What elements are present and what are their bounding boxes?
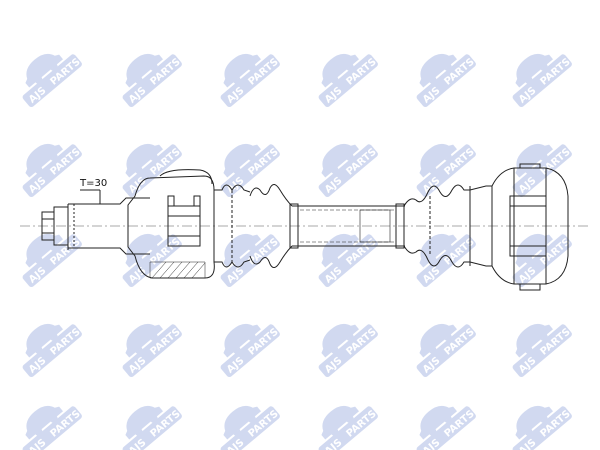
car-logo-icon (25, 143, 63, 178)
watermark-band (512, 324, 572, 378)
watermark-band (512, 54, 572, 108)
car-logo-icon (125, 233, 163, 268)
watermark-band (22, 324, 82, 378)
watermark-band (122, 406, 182, 450)
watermark-band (416, 144, 476, 198)
car-logo-icon (321, 405, 359, 440)
car-logo-icon (419, 323, 457, 358)
thread-dimension-label: T=30 (79, 178, 107, 189)
car-logo-icon (515, 143, 553, 178)
watermark-band (220, 144, 280, 198)
watermark-band (416, 54, 476, 108)
car-logo-icon (321, 53, 359, 88)
watermark-band (318, 144, 378, 198)
car-logo-icon (223, 233, 261, 268)
car-logo-icon (125, 323, 163, 358)
watermark-band (220, 54, 280, 108)
watermark-band (122, 144, 182, 198)
car-logo-icon (223, 323, 261, 358)
watermark-band (512, 144, 572, 198)
watermark-band (416, 234, 476, 288)
car-logo-icon (223, 143, 261, 178)
right-boot (403, 184, 492, 268)
car-logo-icon (125, 405, 163, 440)
watermark-band (22, 54, 82, 108)
watermark-band (416, 406, 476, 450)
car-logo-icon (125, 53, 163, 88)
car-logo-icon (25, 53, 63, 88)
car-logo-icon (125, 143, 163, 178)
left-boot (214, 184, 293, 268)
threaded-stub (41, 197, 150, 255)
watermark-band (318, 406, 378, 450)
watermark-band (22, 406, 82, 450)
inner-cv-joint (127, 169, 215, 279)
watermark-band (122, 234, 182, 288)
car-logo-icon (223, 53, 261, 88)
watermark-band (416, 324, 476, 378)
watermark-band (512, 234, 572, 288)
car-logo-icon (515, 53, 553, 88)
car-logo-icon (419, 143, 457, 178)
car-logo-icon (25, 405, 63, 440)
watermark-band (22, 234, 82, 288)
watermark-band (220, 234, 280, 288)
main-shaft (289, 203, 405, 249)
watermark-band (318, 54, 378, 108)
outer-cv-joint (491, 163, 569, 291)
watermark-band (220, 324, 280, 378)
car-logo-icon (419, 405, 457, 440)
watermark-band (122, 54, 182, 108)
car-logo-icon (321, 323, 359, 358)
car-logo-icon (515, 323, 553, 358)
car-logo-icon (515, 233, 553, 268)
watermark-band (22, 144, 82, 198)
car-logo-icon (25, 323, 63, 358)
watermark-band (318, 324, 378, 378)
car-logo-icon (419, 233, 457, 268)
watermark-band (512, 406, 572, 450)
car-logo-icon (515, 405, 553, 440)
watermark-band (122, 324, 182, 378)
car-logo-icon (321, 143, 359, 178)
watermark-band (220, 406, 280, 450)
car-logo-icon (223, 405, 261, 440)
car-logo-icon (419, 53, 457, 88)
watermark-band (318, 234, 378, 288)
